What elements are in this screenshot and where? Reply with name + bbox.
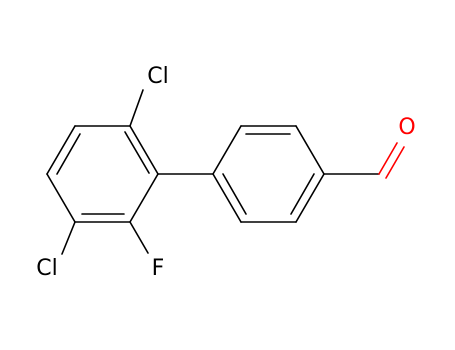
bond-c1-c2: [129, 125, 159, 175]
atom-oxygen: O: [398, 115, 415, 140]
bond-c6-c1: [129, 173, 159, 223]
bond-c4-c5: [46, 173, 76, 223]
bond-r4-r5: [295, 173, 325, 223]
bond-r4-r5-inner: [290, 173, 315, 215]
bond-to-cl-top: [129, 89, 144, 127]
bond-r1-r2: [212, 125, 242, 175]
bond-c-o-2: [385, 146, 405, 179]
bond-r6-r1: [212, 173, 242, 223]
atom-fluorine: F: [152, 256, 165, 281]
bond-r3-r4: [295, 125, 325, 175]
left-ring: [46, 125, 159, 223]
atom-cl-top: Cl: [147, 64, 168, 89]
bond-c3-c4: [46, 125, 76, 175]
bond-c1-c2-inner: [124, 131, 150, 174]
atom-cl-bottom: Cl: [36, 256, 57, 281]
bond-to-cl-bottom: [61, 221, 76, 255]
bond-c-o-1: [378, 142, 398, 175]
right-ring: [212, 125, 325, 223]
bond-c3-c4-inner: [56, 133, 81, 175]
bond-to-fluorine: [129, 221, 149, 254]
bond-r6-r1-inner: [222, 173, 247, 215]
